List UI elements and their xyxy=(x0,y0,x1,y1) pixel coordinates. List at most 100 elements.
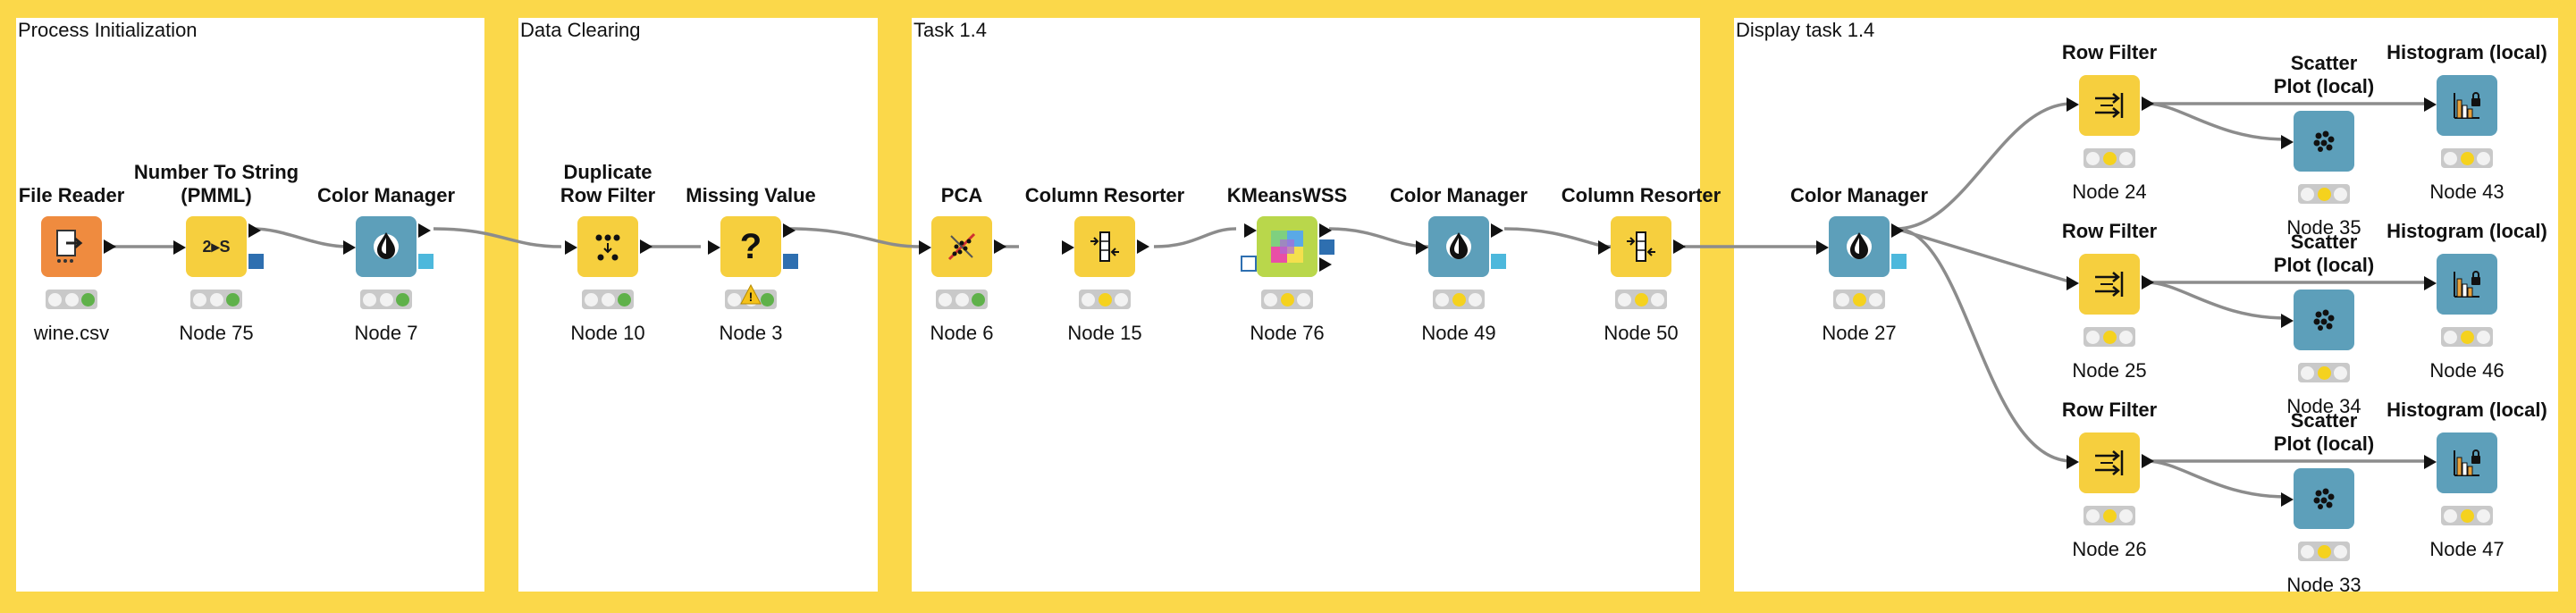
node-label[interactable]: wine.csv xyxy=(33,322,110,344)
color-manager-icon[interactable] xyxy=(1829,216,1890,277)
output-port[interactable] xyxy=(2142,454,2154,468)
node-title: KMeansWSS xyxy=(1226,184,1348,206)
status-traffic-light xyxy=(2084,506,2135,525)
node-label[interactable]: Node 35 xyxy=(2286,216,2361,239)
output-port[interactable] xyxy=(783,223,796,238)
input-port[interactable] xyxy=(2067,455,2079,469)
column-resorter-icon[interactable] xyxy=(1074,216,1135,277)
histogram-icon[interactable] xyxy=(2437,254,2497,315)
number-to-string-icon[interactable]: 2▸S xyxy=(186,216,247,277)
node-label[interactable]: Node 47 xyxy=(2429,538,2504,560)
row-filter-icon[interactable] xyxy=(2079,432,2140,493)
output-port[interactable] xyxy=(248,223,261,238)
node-label[interactable]: Node 76 xyxy=(1250,322,1325,344)
input-port[interactable] xyxy=(2281,135,2294,149)
output-port[interactable] xyxy=(2142,97,2154,111)
connection xyxy=(1895,102,2073,231)
node-label[interactable]: Node 15 xyxy=(1067,322,1142,344)
input-port[interactable] xyxy=(2281,314,2294,328)
node-label[interactable]: Node 46 xyxy=(2429,359,2504,382)
pmml-output-port[interactable] xyxy=(248,254,264,269)
node-label[interactable]: Node 26 xyxy=(2072,538,2147,560)
output-port[interactable] xyxy=(418,223,431,238)
row-filter-icon[interactable] xyxy=(2079,254,2140,315)
input-port[interactable] xyxy=(2281,492,2294,507)
output-port[interactable] xyxy=(1137,239,1149,254)
row-filter-icon[interactable] xyxy=(2079,75,2140,136)
scatter-plot-icon[interactable] xyxy=(2294,468,2354,529)
node-label[interactable]: Node 50 xyxy=(1604,322,1679,344)
input-port[interactable] xyxy=(1062,240,1074,255)
node-title: Scatter Plot (local) xyxy=(2273,409,2375,455)
pmml-input-port[interactable] xyxy=(1241,256,1257,272)
input-port[interactable] xyxy=(2067,276,2079,290)
scatter-plot-icon[interactable] xyxy=(2294,290,2354,350)
status-traffic-light xyxy=(46,290,97,309)
node-label[interactable]: Node 33 xyxy=(2286,574,2361,596)
node-label[interactable]: Node 43 xyxy=(2429,181,2504,203)
node-title: Column Resorter xyxy=(1024,184,1185,206)
input-port[interactable] xyxy=(1244,223,1257,238)
output-port[interactable] xyxy=(104,239,116,254)
missing-value-icon[interactable]: ? xyxy=(720,216,781,277)
warning-icon[interactable]: ! xyxy=(740,284,762,306)
node-label[interactable]: Node 34 xyxy=(2286,395,2361,417)
node-label[interactable]: Node 25 xyxy=(2072,359,2147,382)
node-label[interactable]: Node 3 xyxy=(719,322,783,344)
node-label[interactable]: Node 6 xyxy=(930,322,994,344)
input-port[interactable] xyxy=(2424,455,2437,469)
output-port[interactable] xyxy=(1673,239,1686,254)
annotation-title: Display task 1.4 xyxy=(1736,19,1875,41)
status-traffic-light xyxy=(2084,148,2135,168)
connection xyxy=(789,227,920,248)
input-port[interactable] xyxy=(1598,240,1611,255)
node-label[interactable]: Node 27 xyxy=(1822,322,1897,344)
model-output-port[interactable] xyxy=(1491,254,1506,269)
connection xyxy=(1895,227,2073,463)
scatter-plot-icon[interactable] xyxy=(2294,111,2354,172)
output-port[interactable] xyxy=(1319,223,1332,238)
histogram-icon[interactable] xyxy=(2437,75,2497,136)
node-label[interactable]: Node 24 xyxy=(2072,181,2147,203)
status-traffic-light xyxy=(1433,290,1485,309)
color-manager-icon[interactable] xyxy=(356,216,417,277)
color-manager-icon[interactable] xyxy=(1428,216,1489,277)
input-port[interactable] xyxy=(708,240,720,255)
status-traffic-light xyxy=(2298,542,2350,561)
input-port[interactable] xyxy=(2424,276,2437,290)
duplicate-row-filter-icon[interactable] xyxy=(577,216,638,277)
model-output-port[interactable] xyxy=(1891,254,1907,269)
input-port[interactable] xyxy=(919,240,931,255)
input-port[interactable] xyxy=(1416,240,1428,255)
node-label[interactable]: Node 75 xyxy=(179,322,254,344)
status-traffic-light xyxy=(2441,327,2493,347)
kmeans-icon[interactable] xyxy=(1257,216,1317,277)
input-port[interactable] xyxy=(565,240,577,255)
output-port-2[interactable] xyxy=(1319,257,1332,272)
node-label[interactable]: Node 49 xyxy=(1421,322,1496,344)
model-output-port[interactable] xyxy=(418,254,434,269)
model-output-port[interactable] xyxy=(1319,239,1334,255)
pca-icon[interactable] xyxy=(931,216,992,277)
input-port[interactable] xyxy=(173,240,186,255)
connection xyxy=(1895,227,2073,284)
node-title: Duplicate Row Filter xyxy=(560,161,656,206)
node-label[interactable]: Node 10 xyxy=(570,322,645,344)
pmml-output-port[interactable] xyxy=(783,254,798,269)
status-traffic-light xyxy=(2298,184,2350,204)
output-port[interactable] xyxy=(1491,223,1503,238)
input-port[interactable] xyxy=(1816,240,1829,255)
output-port[interactable] xyxy=(640,239,652,254)
node-label[interactable]: Node 7 xyxy=(354,322,418,344)
output-port[interactable] xyxy=(2142,275,2154,290)
node-title: Color Manager xyxy=(1789,184,1929,206)
column-resorter-icon[interactable] xyxy=(1611,216,1671,277)
file-reader-icon[interactable] xyxy=(41,216,102,277)
output-port[interactable] xyxy=(994,239,1006,254)
input-port[interactable] xyxy=(343,240,356,255)
output-port[interactable] xyxy=(1891,223,1904,238)
histogram-icon[interactable] xyxy=(2437,432,2497,493)
input-port[interactable] xyxy=(2067,97,2079,112)
input-port[interactable] xyxy=(2424,97,2437,112)
